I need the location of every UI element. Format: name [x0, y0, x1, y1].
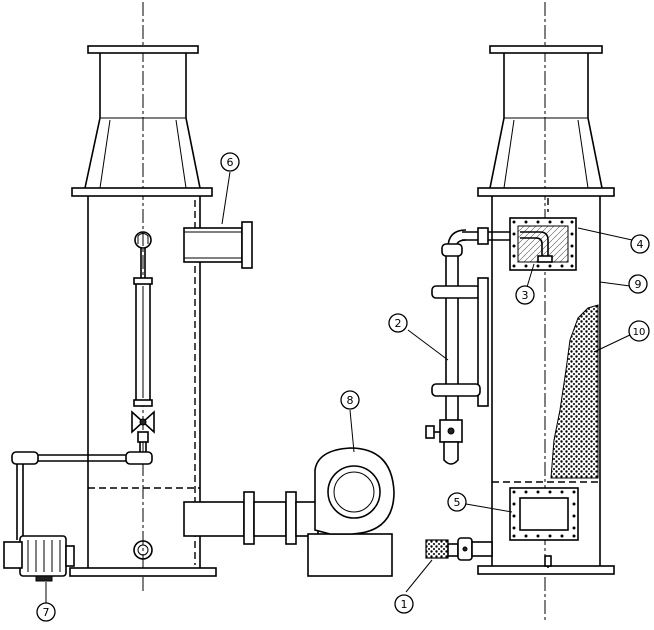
- blower-base: [307, 533, 393, 577]
- left-reducer-cone: [84, 117, 201, 189]
- drain-fitting: [425, 537, 493, 561]
- left-tower: [3, 2, 319, 592]
- right-top-flange: [489, 45, 603, 54]
- callout-10: 10: [628, 320, 650, 342]
- callout-9-label: 9: [635, 278, 642, 291]
- blower-housing: [314, 447, 395, 535]
- spray-head: [520, 231, 549, 258]
- side-outlet-flange: [183, 221, 253, 269]
- blower-fan: [307, 447, 395, 577]
- left-drain-port: [133, 540, 153, 560]
- callout-3: 3: [515, 285, 535, 305]
- callout-3-label: 3: [522, 289, 529, 302]
- callout-5: 5: [447, 492, 467, 512]
- right-tower-shell: [491, 196, 601, 566]
- callout-7: 7: [36, 602, 56, 622]
- callout-6-label: 6: [227, 156, 234, 169]
- left-top-flange: [87, 45, 199, 54]
- callout-8-label: 8: [347, 394, 354, 407]
- callout-8: 8: [340, 390, 360, 410]
- right-tower: [425, 2, 615, 620]
- callout-9: 9: [628, 274, 648, 294]
- lower-access-door: [509, 487, 579, 541]
- callout-4-label: 4: [637, 238, 644, 251]
- callout-2: 2: [388, 313, 408, 333]
- callout-10-label: 10: [633, 327, 646, 338]
- callout-2-label: 2: [395, 317, 402, 330]
- level-gauge: [425, 227, 510, 465]
- circulation-pump: [3, 535, 75, 582]
- callout-1-label: 1: [401, 598, 408, 611]
- left-base-plate: [69, 567, 217, 577]
- callout-5-label: 5: [454, 496, 461, 509]
- left-spray-nozzle: [134, 231, 152, 249]
- callout-7-label: 7: [43, 606, 50, 619]
- left-outlet-duct: [99, 53, 187, 118]
- packing-media: [550, 304, 599, 479]
- left-mid-flange: [71, 187, 213, 197]
- inlet-duct: [183, 491, 319, 545]
- callout-6: 6: [220, 152, 240, 172]
- callout-4: 4: [630, 234, 650, 254]
- right-base-plate: [477, 565, 615, 575]
- right-mid-flange: [477, 187, 615, 197]
- callout-leaders: [45, 171, 633, 608]
- blower-inlet: [327, 465, 381, 519]
- callout-1: 1: [394, 594, 414, 614]
